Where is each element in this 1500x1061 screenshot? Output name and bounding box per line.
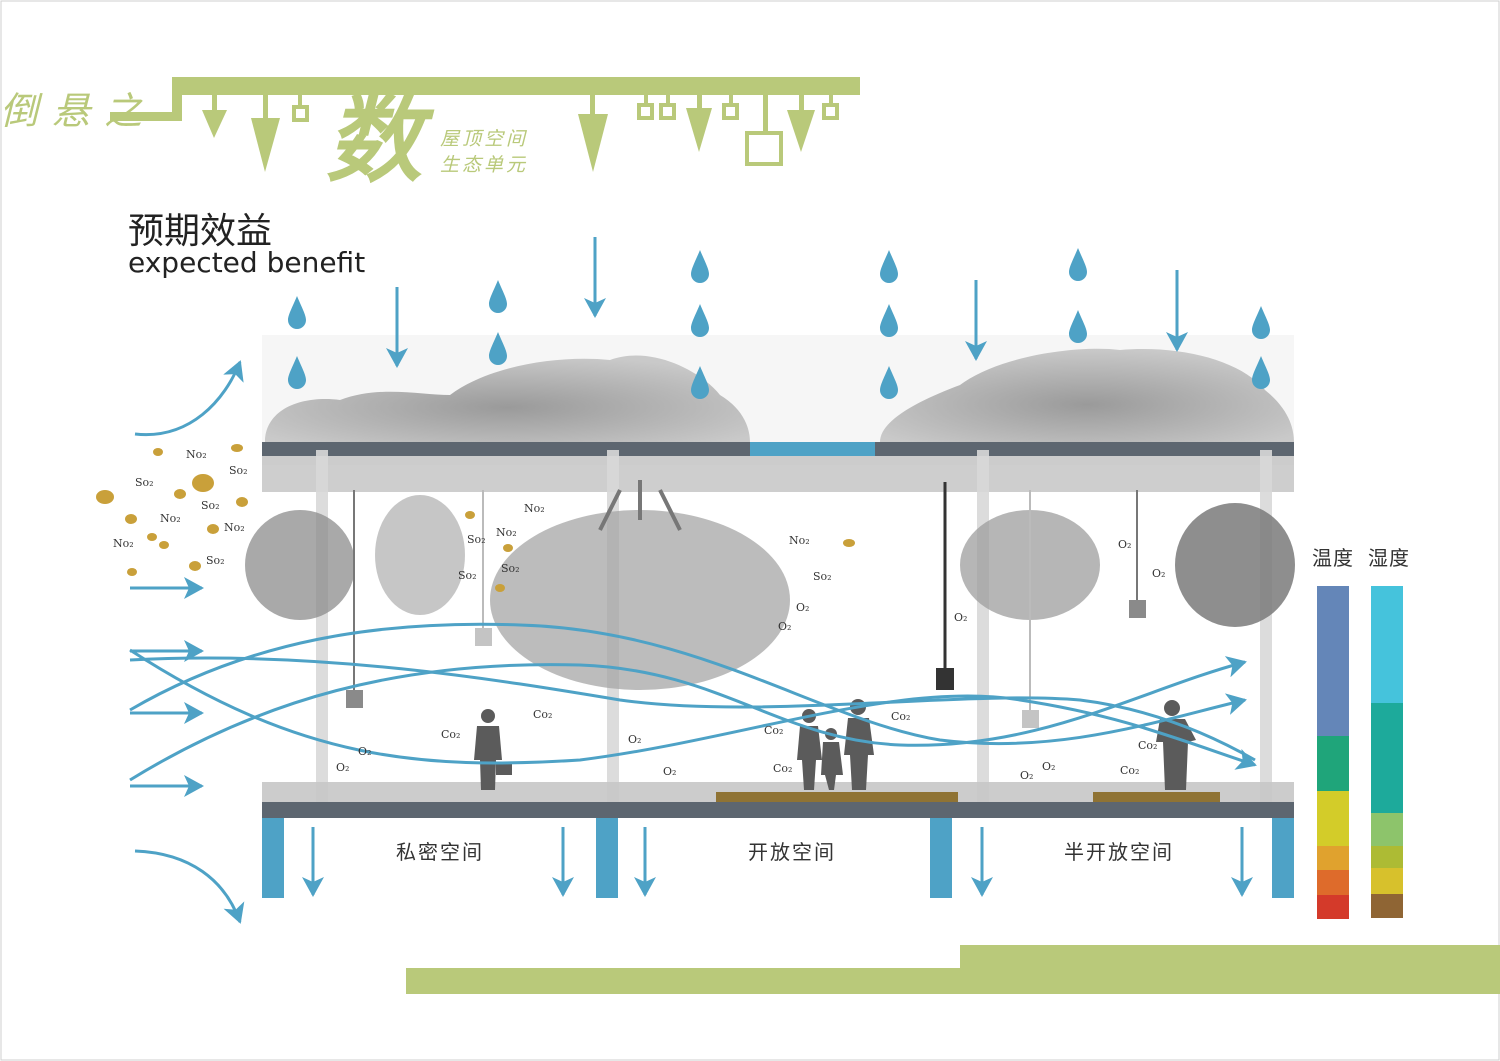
chemical-label: So₂ — [501, 562, 520, 575]
chemical-label: So₂ — [467, 533, 486, 546]
water-droplets — [288, 248, 1270, 399]
chemical-label: No₂ — [160, 512, 181, 525]
chemical-label: No₂ — [524, 502, 545, 515]
header-title: 倒悬之 — [0, 89, 157, 133]
header-subtitle-line1: 屋顶空间 — [440, 128, 529, 150]
legend-humidity-label: 湿度 — [1368, 546, 1410, 570]
chemical-label: So₂ — [229, 464, 248, 477]
chemical-label: Co₂ — [1138, 739, 1157, 752]
hanging-weights — [346, 482, 1146, 728]
temperature-legend-segment — [1317, 846, 1349, 870]
rain-arrows — [386, 237, 1188, 368]
footer-ornament — [406, 945, 1500, 994]
chemical-label: Co₂ — [891, 710, 910, 723]
chemical-label: So₂ — [206, 554, 225, 567]
temperature-legend-segment — [1317, 736, 1349, 791]
chemical-label: Co₂ — [764, 724, 783, 737]
chemical-label: O₂ — [1118, 538, 1131, 551]
legend-temperature-label: 温度 — [1312, 546, 1354, 570]
chemical-label: O₂ — [1020, 769, 1033, 782]
roof-soil-underside — [262, 456, 1294, 492]
chemical-label: No₂ — [224, 521, 245, 534]
chemical-label: O₂ — [778, 620, 791, 633]
heading-en: expected benefit — [128, 246, 366, 279]
roof-slab — [262, 442, 1294, 456]
airflow-streams — [129, 622, 1257, 782]
chemical-label: So₂ — [201, 499, 220, 512]
humidity-legend-segment — [1371, 868, 1403, 894]
chemical-label: O₂ — [628, 733, 641, 746]
chemical-label: No₂ — [496, 526, 517, 539]
chemical-label: Co₂ — [533, 708, 552, 721]
chemical-label: Co₂ — [773, 762, 792, 775]
chemical-label: O₂ — [796, 601, 809, 614]
hanging-trees — [245, 480, 1295, 690]
temperature-legend-segment — [1317, 870, 1349, 895]
ground-floor — [262, 782, 1294, 818]
temperature-legend-segment — [1317, 791, 1349, 846]
legend-bars — [1317, 586, 1403, 919]
interior-columns — [316, 450, 1272, 805]
incoming-air-arrows — [130, 360, 245, 924]
chemical-labels: No₂ So₂ So₂ So₂ No₂ No₂ No₂ So₂ No₂ So₂ No₂ So₂ So₂ N… — [113, 448, 1165, 782]
humidity-legend-segment — [1371, 894, 1403, 918]
label-semi-open-space: 半开放空间 — [1064, 840, 1174, 864]
chemical-label: O₂ — [358, 745, 371, 758]
chemical-label: No₂ — [789, 534, 810, 547]
chemical-label: No₂ — [186, 448, 207, 461]
humidity-legend-segment — [1371, 703, 1403, 813]
label-open-space: 开放空间 — [748, 840, 836, 864]
heading-cn: 预期效益 — [128, 211, 273, 252]
humidity-legend-segment — [1371, 846, 1403, 868]
chemical-label: No₂ — [113, 537, 134, 550]
header-glyph: 数 — [326, 83, 422, 196]
label-private-space: 私密空间 — [396, 840, 484, 864]
temperature-legend-segment — [1317, 586, 1349, 736]
chemical-label: So₂ — [458, 569, 477, 582]
chemical-label: O₂ — [954, 611, 967, 624]
chemical-label: O₂ — [663, 765, 676, 778]
humidity-legend-segment — [1371, 813, 1403, 846]
header-subtitle-line2: 生态单元 — [440, 154, 529, 176]
roof-vegetation — [265, 348, 1294, 442]
drainage-arrows — [302, 827, 1253, 897]
chemical-label: O₂ — [1152, 567, 1165, 580]
humidity-legend-segment — [1371, 586, 1403, 703]
chemical-label: O₂ — [1042, 760, 1055, 773]
chemical-label: Co₂ — [441, 728, 460, 741]
support-pillars — [262, 818, 1294, 898]
chemical-label: Co₂ — [1120, 764, 1139, 777]
temperature-legend-segment — [1317, 895, 1349, 919]
dust-particles — [96, 444, 855, 592]
chemical-label: O₂ — [336, 761, 349, 774]
header-ornament — [110, 77, 860, 172]
chemical-label: So₂ — [135, 476, 154, 489]
chemical-label: So₂ — [813, 570, 832, 583]
